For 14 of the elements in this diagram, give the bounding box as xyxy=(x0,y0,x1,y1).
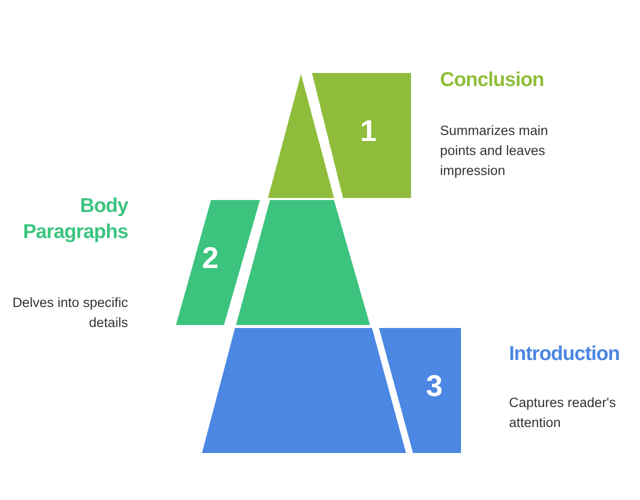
step-number: 3 xyxy=(426,370,443,404)
step-number: 2 xyxy=(202,242,219,276)
number-tab xyxy=(176,200,260,325)
section-description: Delves into specific details xyxy=(11,294,128,332)
trapezoid-tier xyxy=(236,200,370,325)
number-tab xyxy=(312,73,411,198)
section-description: Summarizes main points and leaves impression xyxy=(440,122,550,180)
number-tab xyxy=(379,328,461,453)
section-description: Captures reader's attention xyxy=(509,394,617,432)
step-number: 1 xyxy=(360,115,377,149)
triangle-tier xyxy=(268,74,334,198)
section-heading: Body Paragraphs xyxy=(22,194,128,245)
section-heading: Conclusion xyxy=(440,68,545,93)
section-heading: Introduction xyxy=(509,342,621,367)
